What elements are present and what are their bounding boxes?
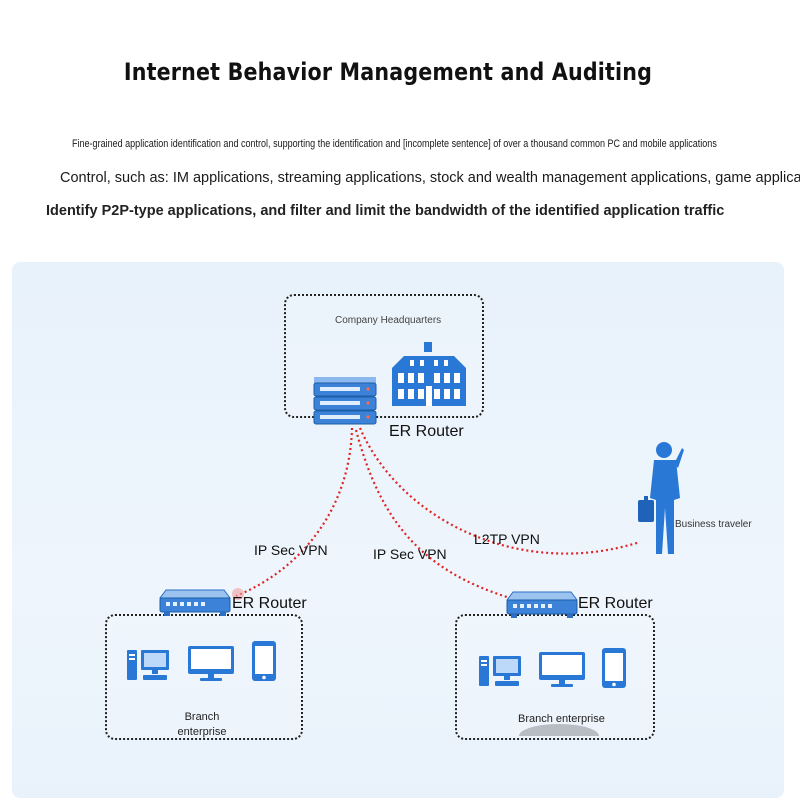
description-line-3: Identify P2P-type applications, and filt… bbox=[46, 203, 725, 219]
monitor-icon bbox=[188, 646, 234, 681]
ipsec-vpn-middle-label: IP Sec VPN bbox=[373, 546, 447, 562]
ipsec-link-left bbox=[235, 427, 354, 598]
desktop-pc-icon bbox=[127, 650, 169, 680]
branch-left-label: Branch enterprise bbox=[170, 710, 234, 740]
shadow-decoration bbox=[519, 724, 599, 736]
l2tp-link-right bbox=[358, 427, 641, 555]
branch-left-router-icon bbox=[159, 589, 231, 616]
ipsec-link-middle bbox=[354, 429, 511, 600]
ipsec-vpn-left-label: IP Sec VPN bbox=[254, 542, 328, 558]
business-traveler-icon bbox=[638, 442, 684, 554]
headquarters-building-icon bbox=[392, 342, 466, 406]
headquarters-label: Company Headquarters bbox=[335, 315, 442, 326]
page-title: Internet Behavior Management and Auditin… bbox=[123, 58, 653, 86]
description-line-1: Fine-grained application identification … bbox=[72, 138, 717, 150]
hq-router-icon bbox=[313, 377, 377, 425]
branch-right-router-label: ER Router bbox=[578, 595, 653, 612]
branch-right-label: Branch enterprise bbox=[518, 713, 605, 725]
description-line-2: Control, such as: IM applications, strea… bbox=[60, 170, 800, 186]
network-diagram-panel bbox=[12, 262, 784, 798]
smartphone-icon bbox=[252, 641, 276, 681]
branch-left-router-label: ER Router bbox=[232, 595, 307, 612]
business-traveler-label: Business traveler bbox=[675, 519, 752, 530]
branch-left-label-line1: Branch bbox=[184, 711, 220, 723]
branch-left-label-line2: enterprise bbox=[177, 726, 227, 738]
monitor-icon bbox=[539, 652, 585, 687]
desktop-pc-icon bbox=[479, 656, 521, 686]
branch-right-router-icon bbox=[506, 591, 578, 618]
hq-router-label: ER Router bbox=[389, 423, 464, 440]
l2tp-vpn-label: L2TP VPN bbox=[474, 531, 540, 547]
smartphone-icon bbox=[602, 648, 626, 688]
